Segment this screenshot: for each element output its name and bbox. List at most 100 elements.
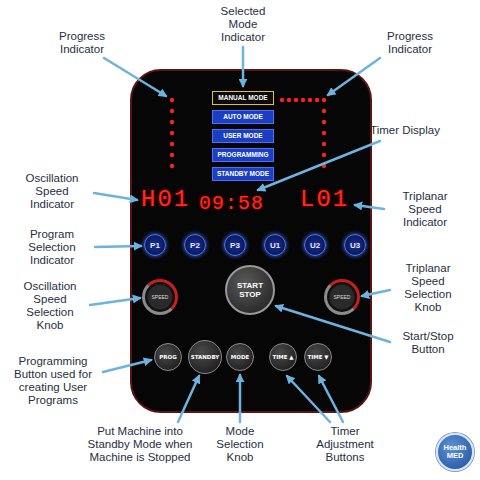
leader-line: [319, 376, 343, 422]
node-text: P2: [190, 241, 200, 250]
progress-dot: [322, 109, 326, 113]
progress-dot: [280, 98, 284, 102]
node-text: TIME ▲: [272, 354, 293, 361]
callout-label: Selected Mode Indicator: [208, 5, 278, 44]
callout-holder: Program Selection Indicator: [12, 228, 92, 267]
program-button: P2: [184, 234, 206, 256]
callout-holder: Triplanar Speed Selection Knob: [393, 262, 463, 314]
leader-line: [328, 58, 380, 95]
speed-knob: SPEED: [142, 279, 178, 315]
user-button: U1: [264, 234, 286, 256]
callout-holder: Mode Selection Knob: [208, 425, 272, 464]
node-text: STANDBY MODE: [217, 168, 269, 180]
callout-label: Oscillation Speed Indicator: [15, 172, 89, 211]
callout-label: Timer Display: [363, 124, 447, 137]
display-slot: 09:58: [199, 194, 264, 214]
display-readout: L01: [300, 188, 349, 212]
node-text: AUTO MODE: [223, 111, 263, 123]
start-stop-button: START STOP: [225, 265, 275, 315]
user-button: U2: [304, 234, 326, 256]
node-text: USER MODE: [223, 130, 262, 142]
progress-dot: [170, 131, 174, 135]
standby-button: STANDBY: [188, 340, 222, 374]
mode-indicator: STANDBY MODE: [212, 167, 274, 181]
node-text: STANDBY: [191, 354, 220, 361]
leader-line: [90, 298, 140, 305]
progress-dot: [308, 98, 312, 102]
node-text: START STOP: [235, 281, 265, 299]
callout-holder: Oscillation Speed Indicator: [15, 172, 89, 211]
control-panel: H01 09:58 L01 MANUAL MODE AUTO MODE USER MODE…: [131, 70, 371, 412]
callout-holder: Timer Adjustment Buttons: [303, 425, 387, 464]
callout-label: Triplanar Speed Selection Knob: [393, 262, 463, 314]
callout-label: Oscillation Speed Selection Knob: [14, 280, 86, 332]
progress-dot: [170, 98, 174, 102]
leader-line: [104, 58, 166, 96]
callout-holder: Progress Indicator: [47, 30, 117, 56]
user-button: U3: [344, 234, 366, 256]
mode-indicator: MANUAL MODE: [212, 91, 274, 105]
callout-label: Triplanar Speed Indicator: [387, 190, 463, 229]
mode-indicator: USER MODE: [212, 129, 274, 143]
panel-housing: [131, 70, 371, 412]
node-text: MANUAL MODE: [218, 92, 267, 104]
progress-dot: [170, 109, 174, 113]
callout-label: Programming Button used for creating Use…: [5, 355, 101, 407]
progress-dot: [315, 98, 319, 102]
callout-holder: Start/Stop Button: [393, 330, 463, 356]
progress-dot: [322, 153, 326, 157]
time-button: TIME ▲: [269, 343, 297, 371]
node-text: PROG: [159, 354, 176, 361]
callout-label: Program Selection Indicator: [12, 228, 92, 267]
progress-dot: [322, 142, 326, 146]
mode-indicator: AUTO MODE: [212, 110, 274, 124]
progress-dot: [170, 164, 174, 168]
program-button: P3: [224, 234, 246, 256]
leader-line: [242, 47, 245, 86]
node-text: P1: [150, 241, 160, 250]
callout-holder: Programming Button used for creating Use…: [5, 355, 101, 407]
progress-dot: [322, 120, 326, 124]
progress-dot: [287, 98, 291, 102]
callout-label: Put Machine into Standby Mode when Machi…: [78, 425, 202, 464]
callout-holder: Progress Indicator: [375, 30, 445, 56]
node-text: U2: [310, 241, 320, 250]
speed-knob: SPEED: [324, 279, 360, 315]
leader-line: [178, 376, 199, 422]
progress-dot: [322, 98, 326, 102]
program-button: P1: [144, 234, 166, 256]
callout-label: Progress Indicator: [47, 30, 117, 56]
callout-holder: Selected Mode Indicator: [208, 5, 278, 44]
node-text: TIME ▼: [307, 354, 328, 361]
callout-label: Timer Adjustment Buttons: [303, 425, 387, 464]
time-button: TIME ▼: [304, 343, 332, 371]
progress-dot: [301, 98, 305, 102]
mode-knob: MODE: [226, 343, 254, 371]
leader-line: [239, 375, 242, 422]
leader-line: [362, 290, 390, 296]
prog-button: PROG: [154, 343, 182, 371]
callout-holder: Timer Display: [363, 124, 447, 137]
leader-line: [355, 205, 384, 209]
callout-label: Start/Stop Button: [393, 330, 463, 356]
callout-holder: Triplanar Speed Indicator: [387, 190, 463, 229]
display-slot: L01: [300, 188, 349, 212]
leader-line: [95, 246, 141, 247]
node-text: U3: [350, 241, 360, 250]
progress-dot: [170, 153, 174, 157]
callout-holder: Oscillation Speed Selection Knob: [14, 280, 86, 332]
leader-line: [258, 141, 380, 190]
leader-line: [94, 193, 137, 200]
display-slot: H01: [141, 188, 190, 212]
progress-dot: [322, 131, 326, 135]
node-text: P3: [230, 241, 240, 250]
node-text: U1: [270, 241, 280, 250]
progress-dot: [170, 142, 174, 146]
display-readout: H01: [141, 188, 190, 212]
display-readout: 09:58: [199, 194, 264, 214]
node-text: MODE: [231, 354, 249, 361]
leader-line: [103, 360, 151, 372]
callout-label: Progress Indicator: [375, 30, 445, 56]
brand-logo: Health MED: [436, 433, 474, 471]
